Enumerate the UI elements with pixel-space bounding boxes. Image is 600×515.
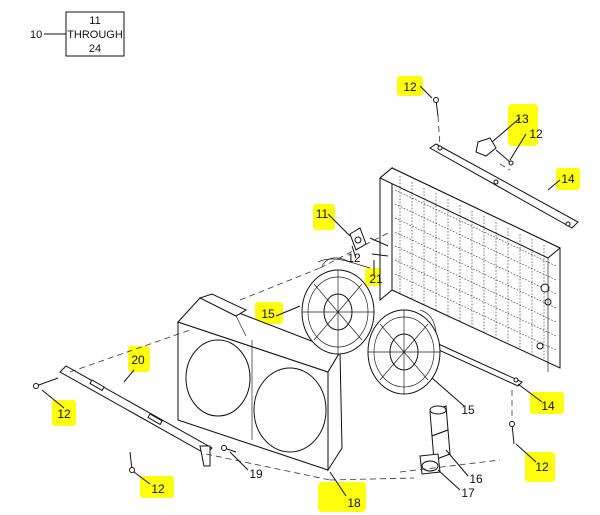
callout-14-top: 14	[561, 172, 575, 186]
clip-13	[475, 137, 514, 166]
callout-21: 21	[369, 272, 383, 286]
callout-12-mid: 12	[347, 251, 361, 265]
key-word: THROUGH	[67, 29, 123, 41]
fan-shroud	[177, 293, 343, 472]
key-box: 10 11 THROUGH 24	[30, 11, 125, 57]
top-bolt	[433, 97, 441, 147]
callout-12-top: 12	[403, 80, 417, 94]
callout-11: 11	[316, 207, 329, 221]
callout-19: 19	[249, 467, 263, 481]
callout-12-bottom-right: 12	[535, 460, 549, 474]
callout-16: 16	[469, 472, 483, 486]
key-to: 24	[89, 43, 101, 55]
sensor-clip	[317, 227, 389, 269]
callout-14-bottom: 14	[541, 399, 555, 413]
bottom-right-bolt	[509, 421, 515, 445]
highlight-markers	[52, 76, 580, 512]
key-from: 11	[89, 15, 100, 27]
lower-mount-bar	[33, 365, 237, 473]
callout-12-bottom-left: 12	[151, 482, 165, 496]
callout-17: 17	[461, 486, 475, 500]
callout-15-right: 15	[461, 403, 475, 417]
callout-15-left: 15	[261, 307, 275, 321]
callouts: 12 13 12 14 11 12 21 15 20 15 14 12 19 1…	[57, 80, 575, 510]
callout-12-bracket: 12	[529, 127, 543, 141]
callout-13: 13	[515, 112, 529, 126]
leader-lines	[41, 85, 561, 497]
callout-18: 18	[347, 496, 361, 510]
fan-assembly-right	[367, 309, 441, 395]
fan-assembly-left	[301, 257, 375, 355]
assembly-guides	[69, 163, 513, 481]
callout-20: 20	[131, 353, 145, 367]
key-index: 10	[30, 29, 42, 41]
callout-12-left: 12	[57, 407, 71, 421]
hose-fitting	[419, 405, 451, 475]
